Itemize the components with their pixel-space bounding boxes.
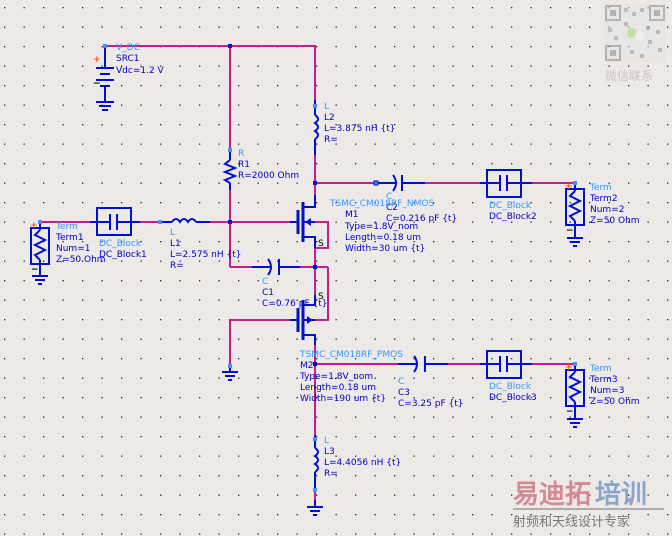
m2-name-label: M2 xyxy=(300,361,314,371)
term1-type-label: Term xyxy=(55,222,78,232)
r1-value-label: R=2000 Ohm xyxy=(238,171,299,181)
m1-name-label: M1 xyxy=(345,210,359,220)
l3-name-label: L3 xyxy=(324,447,335,457)
c2-value-label: C=0.216 pF {t} xyxy=(386,214,457,224)
term1-name-label: Term1 xyxy=(55,233,84,243)
term3-plus: + xyxy=(565,363,573,373)
plus-marker: + xyxy=(93,55,101,65)
component-term1[interactable]: + − Term Term1 Num=1 Z=50 Ohm xyxy=(30,220,106,285)
term1-plus: + xyxy=(30,221,38,231)
m2-source-pin-label: S xyxy=(318,292,324,302)
l3-r-label: R= xyxy=(324,469,338,479)
term3-minus: − xyxy=(566,407,574,417)
term3-num-label: Num=3 xyxy=(590,386,624,396)
component-l1[interactable]: L L1 L=2.575 nH {t} R= xyxy=(158,218,242,271)
dcb2-type-label: DC_Block xyxy=(489,201,532,211)
component-dcb3[interactable]: DC_Block DC_Block3 xyxy=(480,350,537,403)
m1-length-label: Length=0.18 um xyxy=(345,233,421,243)
m1-width-label: Width=30 um {t} xyxy=(345,244,425,254)
l3-type-label: L xyxy=(324,436,329,446)
m1-source-pin-label: S xyxy=(318,239,324,249)
c1-name-label: C1 xyxy=(262,288,274,298)
src1-value-label: Vdc=1.2 V xyxy=(116,66,165,76)
component-r1[interactable]: R R1 R=2000 Ohm xyxy=(222,148,299,190)
component-c1[interactable]: C C1 C=0.76 pF {t} xyxy=(252,258,327,309)
r1-name-label: R1 xyxy=(238,160,250,170)
l2-r-label: R= xyxy=(324,135,338,145)
m2-model-label: TSMC_CM018RF_PMOS xyxy=(299,350,403,360)
m1-model-label: TSMC_CM018RF_NMOS xyxy=(329,199,434,209)
c3-value-label: C=3.25 pF {t} xyxy=(398,399,463,409)
term2-num-label: Num=2 xyxy=(590,205,624,215)
term2-plus: + xyxy=(565,182,573,192)
component-term3[interactable]: + − Term Term3 Num=3 Z=50 Ohm xyxy=(565,362,640,428)
term2-z-label: Z=50 Ohm xyxy=(590,216,640,226)
component-l3[interactable]: L L3 L=4.4056 nH {t} R= xyxy=(313,435,401,490)
ground-m2-gate xyxy=(222,364,238,381)
dcb2-name-label: DC_Block2 xyxy=(489,212,537,222)
component-term2[interactable]: + − Term Term2 Num=2 Z=50 Ohm xyxy=(565,181,640,247)
term3-z-label: Z=50 Ohm xyxy=(590,397,640,407)
component-src1[interactable]: + − V_DC SRC1 Vdc=1.2 V xyxy=(93,43,165,111)
term2-type-label: Term xyxy=(589,183,612,193)
dcb1-name-label: DC_Block1 xyxy=(99,250,147,260)
l2-value-label: L=3.875 nH {t} xyxy=(324,124,396,134)
l2-type-label: L xyxy=(324,102,329,112)
r1-type-label: R xyxy=(238,149,244,159)
src1-name-label: SRC1 xyxy=(116,54,140,64)
ground-l3 xyxy=(307,488,323,516)
term1-num-label: Num=1 xyxy=(56,244,90,254)
junctions xyxy=(228,44,317,366)
component-c2[interactable]: C C2 C=0.216 pF {t} xyxy=(373,174,457,224)
c1-type-label: C xyxy=(262,277,268,287)
qr-watermark: 微信联系 xyxy=(604,4,666,83)
c3-type-label: C xyxy=(398,377,404,387)
component-l2[interactable]: L L2 L=3.875 nH {t} R= xyxy=(313,100,396,155)
wire-vdd-rail[interactable] xyxy=(105,45,316,100)
src1-type-label: V_DC xyxy=(116,43,140,53)
component-c3[interactable]: C C3 C=3.25 pF {t} xyxy=(398,355,463,409)
dcb1-type-label: DC_Block xyxy=(99,239,142,249)
m2-length-label: Length=0.18 um xyxy=(300,383,376,393)
brand-watermark: 易迪拓 培训 射频和天线设计专家 xyxy=(513,480,664,530)
l1-value-label: L=2.575 nH {t} xyxy=(170,250,242,260)
dcb3-name-label: DC_Block3 xyxy=(489,393,537,403)
m2-type-label: Type=1.8V_nom xyxy=(299,372,373,382)
brand-red-text: 易迪拓 xyxy=(513,480,591,510)
term3-name-label: Term3 xyxy=(589,375,618,385)
c3-name-label: C3 xyxy=(398,388,410,398)
term1-minus: − xyxy=(31,265,39,275)
c2-name-label: C2 xyxy=(386,203,398,213)
c1-value-label: C=0.76 pF {t} xyxy=(262,299,327,309)
wire-m1-bulk[interactable] xyxy=(315,221,329,249)
term2-minus: − xyxy=(566,226,574,236)
component-m1[interactable]: S TSMC_CM018RF_NMOS M1 Type=1.8V_nom Len… xyxy=(290,195,434,254)
m1-type-label: Type=1.8V_nom xyxy=(344,222,418,232)
l1-r-label: R= xyxy=(170,261,184,271)
qr-caption: 微信联系 xyxy=(605,69,653,83)
brand-tagline: 射频和天线设计专家 xyxy=(513,514,630,530)
term2-name-label: Term2 xyxy=(589,194,618,204)
component-dcb1[interactable]: DC_Block DC_Block1 xyxy=(90,207,147,260)
wire-m2-gate-to-gnd[interactable] xyxy=(229,319,290,368)
c2-type-label: C xyxy=(386,192,392,202)
dcb3-type-label: DC_Block xyxy=(489,382,532,392)
l1-name-label: L1 xyxy=(170,239,181,249)
component-m2[interactable]: S TSMC_CM018RF_PMOS M2 Type=1.8V_nom Len… xyxy=(290,292,403,404)
term3-type-label: Term xyxy=(589,364,612,374)
term1-z-label: Z=50 Ohm xyxy=(56,255,106,265)
brand-blue-text: 培训 xyxy=(595,480,647,510)
wire-m2-bulk[interactable] xyxy=(315,267,329,321)
m2-width-label: Width=190 um {t} xyxy=(300,394,386,404)
minus-marker: − xyxy=(93,79,101,89)
l3-value-label: L=4.4056 nH {t} xyxy=(324,458,401,468)
l2-name-label: L2 xyxy=(324,113,335,123)
component-dcb2[interactable]: DC_Block DC_Block2 xyxy=(480,169,537,222)
l1-type-label: L xyxy=(170,228,175,238)
